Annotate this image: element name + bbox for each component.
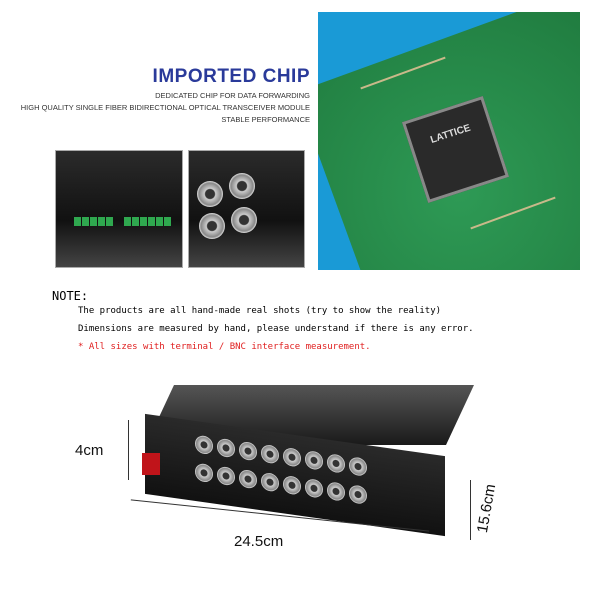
terminal-block (74, 213, 114, 231)
headline: IMPORTED CHIP (152, 66, 310, 87)
bnc-photo (188, 150, 305, 268)
subline: DEDICATED CHIP FOR DATA FORWARDING (155, 91, 310, 100)
width-label: 24.5cm (234, 533, 284, 550)
subline: HIGH QUALITY SINGLE FIBER BIDIRECTIONAL … (20, 103, 310, 112)
depth-label: 15.6cm (473, 482, 500, 535)
chip-photo: LATTICE (318, 12, 580, 270)
note-line: The products are all hand-made real shot… (78, 306, 442, 316)
terminal-block (124, 213, 172, 231)
subline: STABLE PERFORMANCE (221, 115, 310, 124)
fiber-port (142, 453, 160, 475)
height-label: 4cm (75, 442, 104, 459)
height-line (128, 420, 129, 480)
terminal-photo (55, 150, 183, 268)
depth-line (470, 480, 471, 540)
device-photo (140, 385, 474, 537)
note-line: Dimensions are measured by hand, please … (78, 324, 474, 334)
note-warning: * All sizes with terminal / BNC interfac… (78, 342, 371, 352)
note-title: NOTE: (52, 289, 89, 303)
